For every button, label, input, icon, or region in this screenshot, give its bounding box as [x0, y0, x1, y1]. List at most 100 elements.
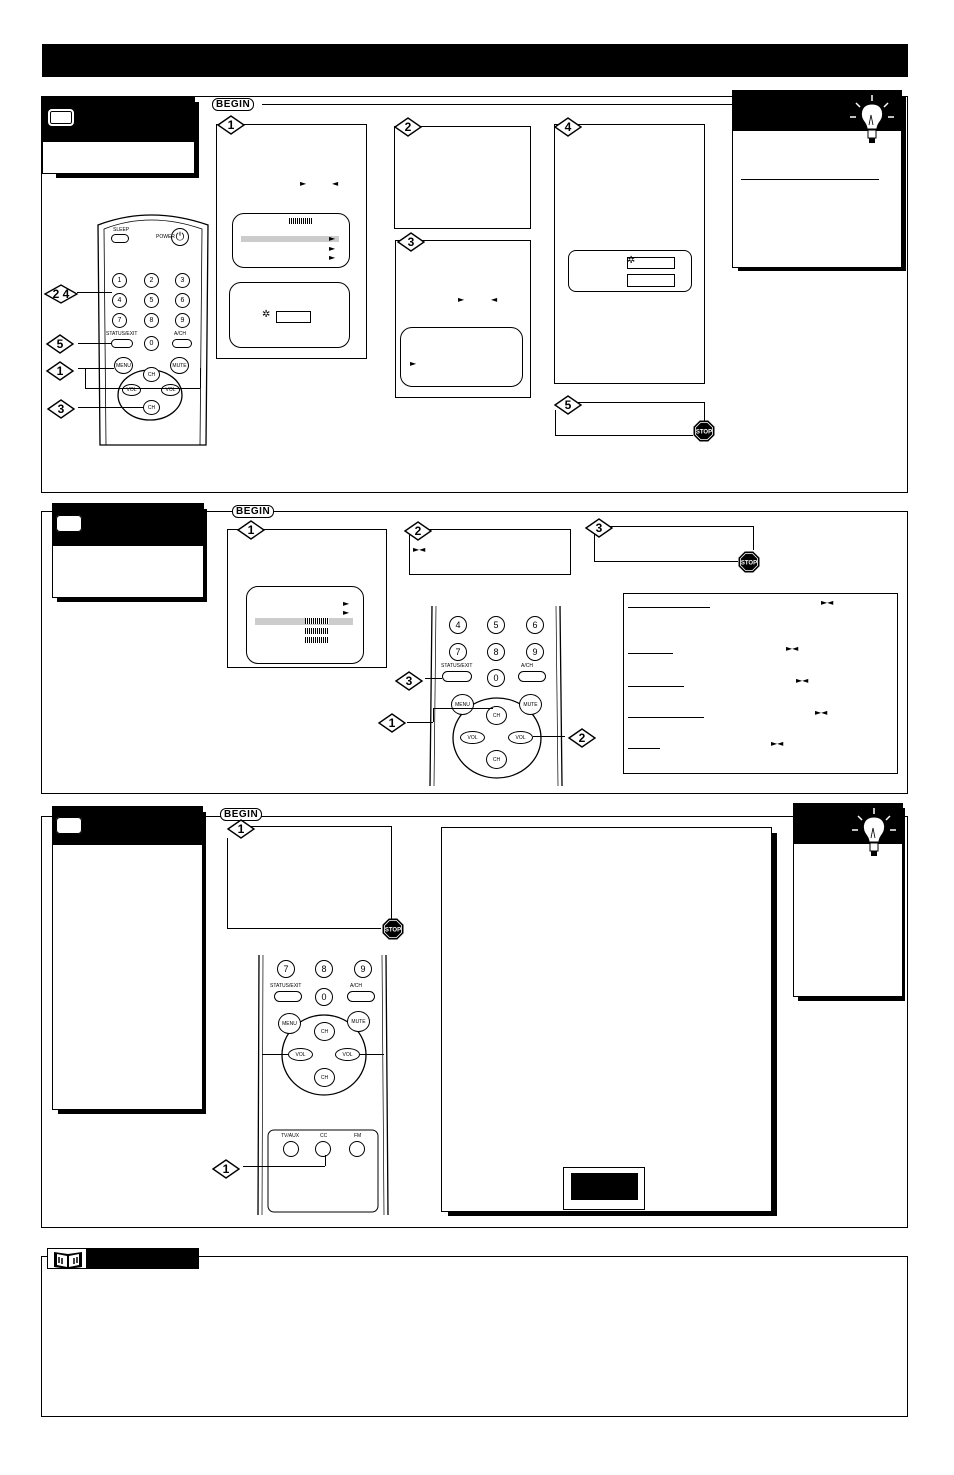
- digit-5-button[interactable]: 5: [144, 293, 159, 308]
- svg-text:2 4: 2 4: [53, 287, 70, 301]
- digit-4-button[interactable]: 4: [112, 293, 127, 308]
- svg-text:1: 1: [248, 523, 255, 537]
- svg-text:1: 1: [238, 822, 245, 836]
- digit-8-button[interactable]: 8: [487, 643, 505, 661]
- step-number-badge: 1: [216, 114, 246, 136]
- tv-icon: [56, 817, 82, 834]
- digit-9-button[interactable]: 9: [175, 313, 190, 328]
- step-number-badge: 3: [584, 517, 614, 539]
- vol-down-button[interactable]: VOL: [288, 1048, 313, 1061]
- step-number-badge: 2: [567, 727, 597, 749]
- alt-ch-button[interactable]: [172, 339, 192, 348]
- svg-text:3: 3: [406, 674, 413, 688]
- step-number-badge: 5: [553, 394, 583, 416]
- section-1-header: [42, 96, 195, 174]
- svg-text:3: 3: [408, 235, 415, 249]
- step-number-badge: 1: [377, 712, 407, 734]
- power-button[interactable]: ⏻: [171, 228, 189, 246]
- step-number-badge: 1: [236, 519, 266, 541]
- mute-button[interactable]: MUTE: [519, 694, 542, 715]
- step-number-badge: 4: [553, 116, 583, 138]
- digit-1-button[interactable]: 1: [112, 273, 127, 288]
- digit-2-button[interactable]: 2: [144, 273, 159, 288]
- caption-panel: [441, 827, 772, 1212]
- vol-up-button[interactable]: VOL: [335, 1048, 360, 1061]
- svg-text:4: 4: [565, 120, 572, 134]
- fm-button[interactable]: [349, 1141, 365, 1157]
- step-number-badge: 2: [393, 116, 423, 138]
- step-number-badge: 5: [45, 333, 75, 355]
- alt-ch-button[interactable]: [347, 991, 375, 1002]
- menu-screen-s2: ► ►: [246, 586, 364, 664]
- digit-6-button[interactable]: 6: [526, 616, 544, 634]
- digit-7-button[interactable]: 7: [277, 960, 295, 978]
- cc-button[interactable]: [315, 1141, 331, 1157]
- highlight-row: [241, 236, 339, 242]
- digit-0-button[interactable]: 0: [144, 336, 159, 351]
- step-number-badge: 3: [394, 670, 424, 692]
- svg-text:STOP: STOP: [741, 561, 757, 567]
- level-bar: [289, 218, 313, 224]
- clock-icon: ✲: [627, 255, 636, 266]
- step-number-badge: 3: [396, 231, 426, 253]
- ch-up-button[interactable]: CH: [486, 706, 507, 725]
- digit-0-button[interactable]: 0: [487, 669, 505, 687]
- sleep-button[interactable]: [111, 234, 129, 243]
- svg-text:2: 2: [405, 120, 412, 134]
- status-exit-button[interactable]: [111, 339, 133, 348]
- clock-icon: ✲: [262, 309, 271, 320]
- svg-text:STOP: STOP: [385, 928, 401, 934]
- digit-9-button[interactable]: 9: [526, 643, 544, 661]
- step-2-box-s2: [409, 529, 571, 575]
- digit-4-button[interactable]: 4: [449, 616, 467, 634]
- remote-control: [429, 606, 563, 787]
- book-icon: [47, 1248, 87, 1269]
- svg-text:2: 2: [415, 524, 422, 538]
- digit-7-button[interactable]: 7: [449, 643, 467, 661]
- svg-text:1: 1: [389, 716, 396, 730]
- step-number-badge: 1: [211, 1158, 241, 1180]
- mute-button[interactable]: MUTE: [347, 1011, 370, 1032]
- svg-text:1: 1: [228, 118, 235, 132]
- svg-text:5: 5: [565, 398, 572, 412]
- digit-8-button[interactable]: 8: [315, 960, 333, 978]
- digit-9-button[interactable]: 9: [354, 960, 372, 978]
- options-panel: ►◄ ►◄ ►◄ ►◄ ►◄: [623, 593, 898, 774]
- vol-up-button[interactable]: VOL: [508, 731, 533, 744]
- status-exit-button[interactable]: [274, 991, 302, 1002]
- digit-5-button[interactable]: 5: [487, 616, 505, 634]
- step-number-badge: 1: [226, 818, 256, 840]
- digit-0-button[interactable]: 0: [315, 988, 333, 1006]
- ch-down-button[interactable]: CH: [143, 400, 160, 415]
- sleep-label: SLEEP: [113, 227, 130, 233]
- ch-up-button[interactable]: CH: [314, 1022, 335, 1041]
- vol-down-button[interactable]: VOL: [460, 731, 485, 744]
- step-number-badge: 2 4: [43, 283, 79, 305]
- menu-button[interactable]: MENU: [451, 694, 474, 715]
- alt-ch-label: A/CH: [174, 331, 186, 337]
- digit-7-button[interactable]: 7: [112, 313, 127, 328]
- svg-text:STOP: STOP: [696, 430, 712, 436]
- ch-up-button[interactable]: CH: [143, 367, 160, 382]
- status-exit-button[interactable]: [442, 671, 472, 682]
- alt-ch-button[interactable]: [518, 671, 546, 682]
- vol-up-button[interactable]: VOL: [161, 384, 180, 396]
- mute-button[interactable]: MUTE: [170, 357, 189, 374]
- right-arrow-icon: ►: [300, 179, 307, 188]
- digit-6-button[interactable]: 6: [175, 293, 190, 308]
- page-title-bar: [42, 44, 908, 77]
- menu-screen-2: ✲: [229, 282, 350, 348]
- section-2-header: [52, 503, 204, 598]
- tv-aux-button[interactable]: [283, 1141, 299, 1157]
- digit-8-button[interactable]: 8: [144, 313, 159, 328]
- menu-screen-4: ✲: [568, 250, 692, 292]
- ch-down-button[interactable]: CH: [486, 750, 507, 769]
- menu-button[interactable]: MENU: [114, 357, 133, 374]
- step-number-badge: 3: [46, 398, 76, 420]
- vol-down-button[interactable]: VOL: [122, 384, 141, 396]
- digit-3-button[interactable]: 3: [175, 273, 190, 288]
- section-4-frame: [41, 1256, 908, 1417]
- ch-down-button[interactable]: CH: [314, 1068, 335, 1087]
- menu-button[interactable]: MENU: [278, 1013, 301, 1034]
- tv-icon: [56, 515, 82, 532]
